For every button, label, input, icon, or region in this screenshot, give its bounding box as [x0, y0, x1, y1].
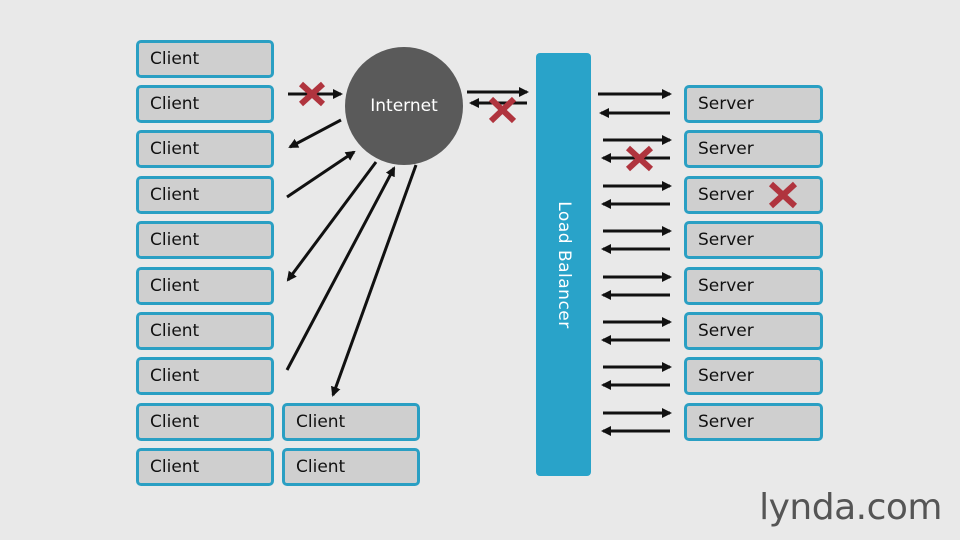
client-label: Client: [150, 230, 200, 250]
internet-label: Internet: [370, 96, 438, 116]
x-mark-icon: [298, 81, 326, 107]
server-box-3: Server: [684, 176, 823, 214]
server-box-7: Server: [684, 357, 823, 395]
client-box-6: Client: [136, 267, 274, 305]
client-box-3: Client: [136, 130, 274, 168]
load-balancer-label: Load Balancer: [553, 200, 574, 329]
client-label: Client: [296, 412, 346, 432]
client-box-8: Client: [136, 357, 274, 395]
brand-logo: lynda.com: [759, 487, 942, 528]
client-box-10: Client: [136, 448, 274, 486]
server-box-1: Server: [684, 85, 823, 123]
client-label: Client: [150, 139, 200, 159]
client-box-9: Client: [136, 403, 274, 441]
client-label: Client: [150, 321, 200, 341]
server-box-5: Server: [684, 267, 823, 305]
server-box-8: Server: [684, 403, 823, 441]
server-label: Server: [698, 94, 754, 114]
client-label: Client: [150, 185, 200, 205]
client-label: Client: [150, 49, 200, 69]
client-label: Client: [150, 94, 200, 114]
client-box-2: Client: [136, 85, 274, 123]
client-box-5: Client: [136, 221, 274, 259]
client-box-4: Client: [136, 176, 274, 214]
client-label: Client: [150, 276, 200, 296]
client-label: Client: [150, 457, 200, 477]
server-label: Server: [698, 230, 754, 250]
server-box-2: Server: [684, 130, 823, 168]
load-balancer: Load Balancer: [536, 53, 591, 476]
server-label: Server: [698, 139, 754, 159]
server-label: Server: [698, 366, 754, 386]
internet-node: Internet: [345, 47, 463, 165]
client-label: Client: [150, 412, 200, 432]
x-mark-icon: [488, 96, 517, 124]
arrow-client-to-internet: [285, 166, 396, 371]
server-label: Server: [698, 412, 754, 432]
server-label: Server: [698, 321, 754, 341]
server-label: Server: [698, 185, 754, 205]
client-label: Client: [296, 457, 346, 477]
arrow-internet-to-client: [288, 118, 342, 149]
x-mark-icon: [625, 145, 654, 172]
arrow-internet-to-client: [331, 164, 418, 397]
server-box-4: Server: [684, 221, 823, 259]
arrow-internet-to-client: [286, 161, 378, 282]
client-box-7: Client: [136, 312, 274, 350]
client-box-12: Client: [282, 448, 420, 486]
server-box-6: Server: [684, 312, 823, 350]
client-box-1: Client: [136, 40, 274, 78]
server-label: Server: [698, 276, 754, 296]
arrow-client-to-internet: [286, 150, 356, 199]
client-box-11: Client: [282, 403, 420, 441]
client-label: Client: [150, 366, 200, 386]
